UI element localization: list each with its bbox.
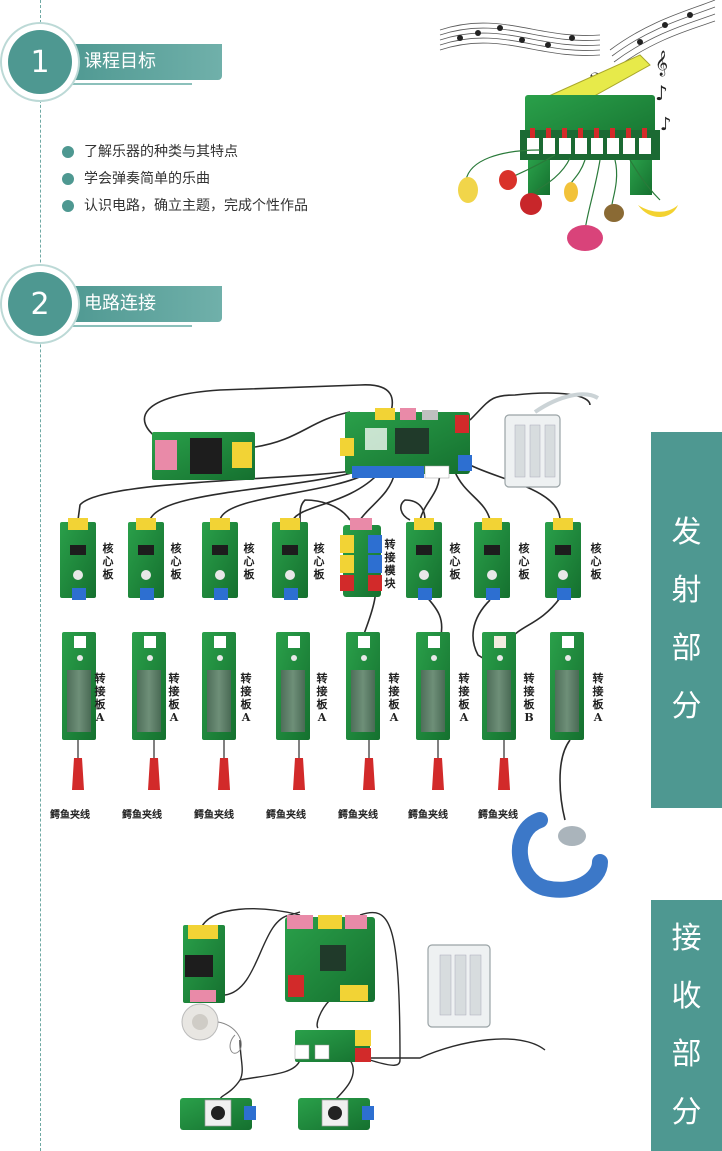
adapter-board [132, 632, 166, 740]
section-underline-1 [62, 83, 192, 85]
core-board [406, 518, 442, 600]
adapter-board-a-label: 转接板A [388, 672, 400, 724]
adapter-board [62, 632, 96, 740]
receive-wires [199, 908, 546, 1101]
clip-label: 鳄鱼夹线 [194, 810, 234, 821]
receive-section-tab: 接 收 部 分 [651, 900, 722, 1151]
adapter-board [416, 632, 450, 740]
receive-controller-board [285, 915, 375, 1002]
core-board-label: 核心板 [313, 542, 325, 581]
goal-item: 学会弹奏简单的乐曲 [62, 167, 308, 194]
section-title-2: 电路连接 [62, 286, 222, 322]
adapter-board [482, 632, 516, 740]
tab-char: 发 [671, 515, 702, 550]
adapter-module-label: 转接模块 [384, 538, 396, 590]
battery-box [504, 392, 600, 488]
core-board [272, 518, 308, 600]
adapter-module [340, 518, 382, 597]
svg-text:♪: ♪ [655, 81, 668, 105]
core-board-label: 核心板 [102, 542, 114, 581]
adapter-board [202, 632, 236, 740]
clip-label: 鳄鱼夹线 [408, 810, 448, 821]
push-button-modules [180, 1098, 374, 1130]
core-board [128, 518, 164, 600]
core-board-label: 核心板 [518, 542, 530, 581]
adapter-board-a-label: 转接板A [592, 672, 604, 724]
adapter-board-a-label: 转接板A [316, 672, 328, 724]
receive-battery-box [427, 944, 491, 1028]
clip-label: 鳄鱼夹线 [122, 810, 162, 821]
alligator-clips [72, 738, 510, 790]
tab-char: 收 [671, 978, 702, 1014]
wrist-strap [511, 812, 608, 898]
svg-text:𝄞: 𝄞 [655, 50, 668, 76]
section-underline-2 [62, 325, 192, 327]
adapter-board-a-label: 转接板A [458, 672, 470, 724]
clip-label: 鳄鱼夹线 [50, 810, 90, 821]
tab-char: 部 [671, 1036, 702, 1072]
clip-label: 鳄鱼夹线 [266, 810, 306, 821]
wireless-module [152, 432, 255, 480]
adapter-board-a-label: 转接板A [168, 672, 180, 724]
timeline-dotted-line [40, 0, 41, 1151]
main-controller-board [340, 408, 472, 479]
receive-wireless-module [183, 925, 225, 1003]
core-board-label: 核心板 [449, 542, 461, 581]
goal-list: 了解乐器的种类与其特点 学会弹奏简单的乐曲 认识电路，确立主题，完成个性作品 [62, 140, 308, 221]
section-number-1: 1 [8, 30, 72, 94]
tab-char: 接 [671, 920, 702, 956]
adapter-board-a-label: 转接板A [94, 672, 106, 724]
receive-adapter-board [294, 1030, 371, 1062]
speaker [181, 1003, 242, 1054]
adapter-board-b-label: 转接板B [523, 672, 535, 724]
adapter-board [550, 632, 584, 740]
clip-label: 鳄鱼夹线 [338, 810, 378, 821]
core-board [60, 518, 96, 600]
piano-illustration: 𝄢 ♪ ♪ 𝄞 [439, 0, 716, 251]
core-board-label: 核心板 [590, 542, 602, 581]
tab-char: 部 [671, 631, 702, 666]
core-boards [60, 518, 581, 600]
tab-char: 射 [671, 573, 702, 608]
core-board [202, 518, 238, 600]
transmit-wires [77, 384, 591, 821]
core-board [545, 518, 581, 600]
section-number-2: 2 [8, 272, 72, 336]
core-board [474, 518, 510, 600]
transmit-section-tab: 发 射 部 分 [651, 432, 722, 808]
tab-char: 分 [671, 1094, 702, 1130]
adapter-board [346, 632, 380, 740]
core-board-label: 核心板 [170, 542, 182, 581]
core-board-label: 核心板 [243, 542, 255, 581]
section-title-1: 课程目标 [62, 44, 222, 80]
svg-text:♪: ♪ [660, 114, 672, 135]
goal-item: 了解乐器的种类与其特点 [62, 140, 308, 167]
adapter-board-a-label: 转接板A [240, 672, 252, 724]
adapter-boards [62, 632, 584, 740]
clip-label: 鳄鱼夹线 [478, 810, 518, 821]
tab-char: 分 [671, 689, 702, 724]
adapter-board [276, 632, 310, 740]
goal-item: 认识电路，确立主题，完成个性作品 [62, 194, 308, 221]
